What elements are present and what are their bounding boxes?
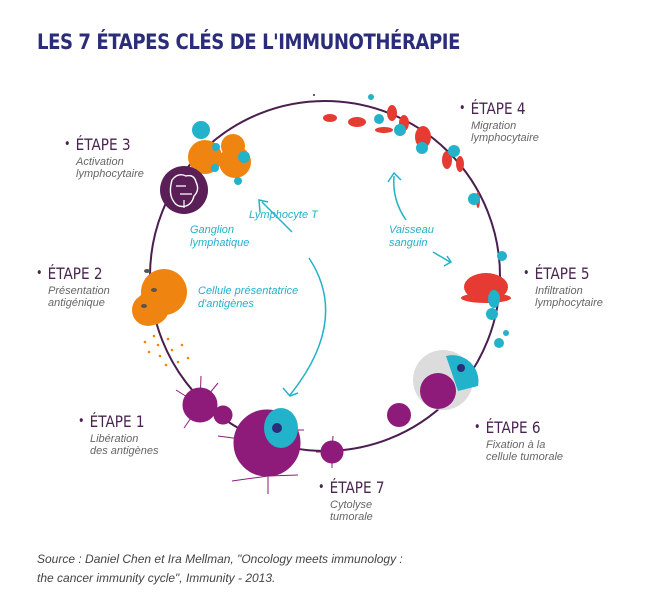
lymph-node-icon <box>160 166 208 214</box>
step-desc: tumorale <box>330 511 373 523</box>
lymphocyte-cluster-icon <box>188 121 251 185</box>
step-desc: Cytolyse <box>330 499 373 511</box>
step-desc: Présentation <box>48 285 110 297</box>
page-title: LES 7 ÉTAPES CLÉS DE L'IMMUNOTHÉRAPIE <box>37 30 460 54</box>
step-desc: lymphocytaire <box>76 168 144 180</box>
step-title: ÉTAPE 3 <box>64 135 132 154</box>
tumor-binding-icon <box>387 350 479 427</box>
label-line: lymphatique <box>190 237 250 249</box>
lymphocyte-arrow <box>289 257 327 396</box>
step-desc: des antigènes <box>90 445 159 457</box>
label-line: Vaisseau <box>389 224 434 236</box>
step-desc: lymphocytaire <box>471 132 539 144</box>
step-desc: Infiltration <box>535 285 583 297</box>
label-line: d'antigènes <box>198 298 254 310</box>
source-citation: Source : Daniel Chen et Ira Mellman, "On… <box>37 550 403 588</box>
step-title: ÉTAPE 7 <box>318 478 385 497</box>
label-line: sanguin <box>389 237 428 249</box>
step-desc: lymphocytaire <box>535 297 603 309</box>
step-title: ÉTAPE 6 <box>474 418 550 437</box>
label-line: Ganglion <box>190 224 235 236</box>
step-desc: Fixation à la <box>486 439 546 451</box>
step-desc: antigénique <box>48 297 105 309</box>
step-title: ÉTAPE 1 <box>78 412 146 431</box>
lymphocyte-t-label: Lymphocyte T <box>249 209 318 221</box>
label-line: Cellule présentatrice <box>198 285 299 297</box>
tumor-cells-icon <box>175 375 349 494</box>
step-desc: Migration <box>471 120 517 132</box>
step-desc: cellule tumorale <box>486 451 564 463</box>
blood-vessel-cells-icon <box>313 94 480 208</box>
step-desc: Libération <box>90 433 139 445</box>
source-line: Source : Daniel Chen et Ira Mellman, "On… <box>37 552 403 566</box>
infiltration-icon <box>461 251 511 348</box>
step-title: ÉTAPE 2 <box>36 264 103 283</box>
step-title: ÉTAPE 5 <box>523 264 591 283</box>
step-desc: Activation <box>76 156 124 168</box>
source-line: the cancer immunity cycle", Immunity - 2… <box>37 571 276 585</box>
antigen-presenting-cell-icon <box>132 269 190 367</box>
step-title: ÉTAPE 4 <box>459 99 527 118</box>
